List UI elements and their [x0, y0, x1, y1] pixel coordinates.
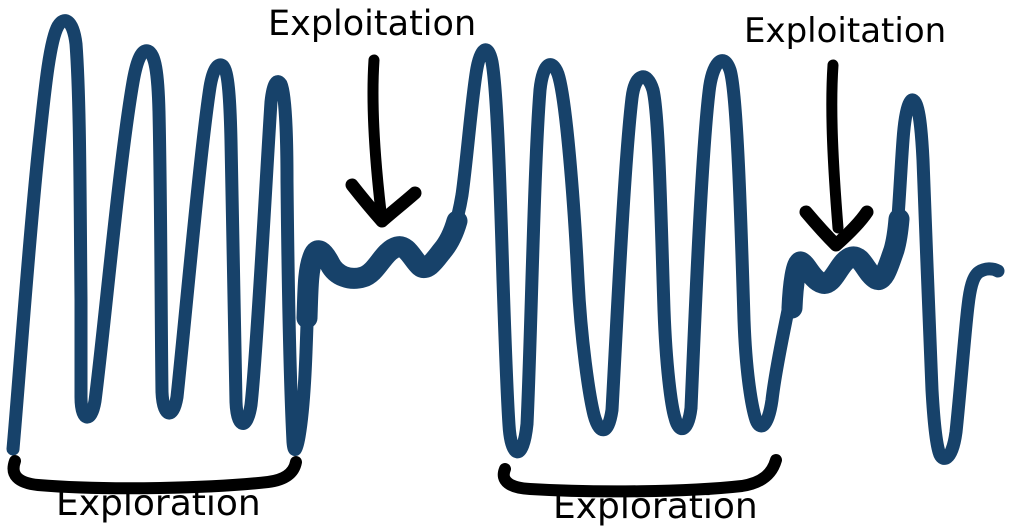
down-arrow-icon-2	[799, 59, 874, 252]
exploration-label-1: Exploration	[56, 483, 261, 524]
exploitation-label-2: Exploitation	[744, 11, 947, 51]
down-arrow-shaft-2	[826, 59, 844, 234]
exploration-bracket-icon-2	[497, 454, 782, 498]
down-arrow-head-1	[345, 178, 422, 228]
exploration-bracket-icon-1	[7, 455, 302, 495]
exploitation-label-1: Exploitation	[268, 4, 477, 44]
down-arrow-icon-1	[345, 54, 422, 228]
exploration-label-2: Exploration	[553, 486, 758, 527]
exploitation-segment-1	[296, 210, 468, 329]
down-arrow-shaft-1	[367, 54, 387, 218]
down-arrow-head-2	[799, 205, 874, 252]
exploitation-segment-2	[781, 208, 910, 319]
